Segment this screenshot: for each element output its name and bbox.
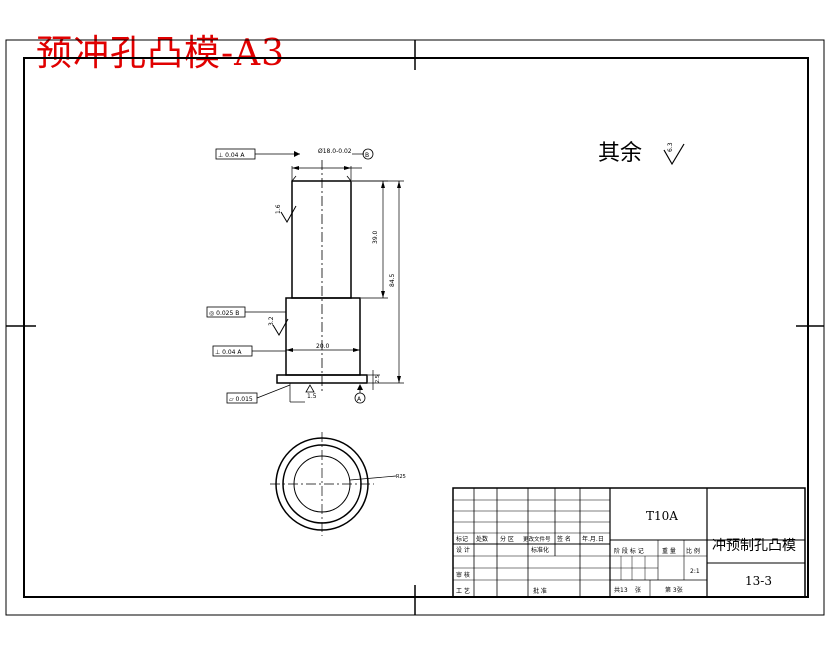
svg-text:▱ 0.015: ▱ 0.015: [229, 396, 253, 403]
dim-flange-height: 2.5: [375, 375, 381, 383]
dim-base-diameter: 20.0: [316, 343, 330, 350]
tb-header-date: 年.月.日: [582, 535, 604, 543]
dim-top-diameter: Ø18.0-0.02: [318, 148, 352, 155]
gdt-frame-top: ⊥ 0.04 A: [215, 148, 256, 160]
tb-label-process: 工 艺: [456, 587, 470, 595]
datum-b-marker: B: [362, 148, 374, 160]
tb-drawing-no: 13-3: [745, 574, 772, 588]
tb-label-stage: 阶 段 标 记: [614, 547, 644, 555]
tb-header-zone: 分 区: [500, 535, 514, 543]
tb-label-weight: 重 量: [662, 547, 676, 555]
centering-marks: [6, 40, 824, 615]
general-roughness-note: 其余: [598, 141, 642, 166]
roughness-value-lower: 3.2: [268, 316, 275, 326]
gdt-frame-mid: ⊥ 0.04 A: [212, 345, 253, 357]
tb-sheet-current: 第 3张: [665, 586, 683, 594]
punch-front-view: [276, 160, 368, 392]
dim-total-length: 84.5: [389, 273, 396, 287]
general-roughness-symbol: [663, 143, 685, 166]
roughness-symbol-lower: [272, 318, 289, 336]
gdt-frame-runout: ◎ 0.025 B: [206, 306, 246, 318]
tb-label-scale: 比 例: [686, 547, 700, 555]
tb-sheet-sep: 张: [635, 586, 641, 594]
tb-part-name: 冲预制孔凸模: [712, 538, 796, 554]
roughness-value-upper: 1.6: [275, 204, 282, 214]
drawing-frame: [23, 57, 809, 598]
gdt-frame-flatness: ▱ 0.015: [226, 392, 258, 404]
tb-label-standard: 标准化: [531, 546, 549, 554]
dimension-lines: [245, 153, 404, 403]
title-block: [452, 487, 806, 598]
punch-top-view: [270, 432, 397, 536]
dimension-arrows: [286, 151, 401, 383]
dim-circle-radius: R25: [396, 474, 406, 480]
dim-upper-length: 39.0: [372, 230, 379, 244]
tb-header-doc: 更改文件号: [523, 535, 551, 543]
datum-a-marker: A: [354, 384, 366, 404]
sheet-outer-border: [5, 39, 825, 616]
tb-header-mark: 标记: [456, 535, 468, 543]
chamfer-triangle: [305, 384, 315, 393]
tb-sheet-total: 共13: [614, 586, 628, 594]
svg-text:B: B: [365, 152, 369, 159]
svg-text:⊥ 0.04 A: ⊥ 0.04 A: [215, 349, 242, 356]
general-roughness-value: 6.3: [667, 142, 674, 152]
svg-text:⊥ 0.04 A: ⊥ 0.04 A: [218, 152, 245, 159]
tb-header-sign: 签 名: [557, 535, 571, 543]
tb-label-approve: 批 准: [533, 587, 547, 595]
svg-text:A: A: [357, 396, 362, 403]
tb-label-design: 设 计: [456, 546, 470, 554]
tb-scale-value: 2:1: [690, 568, 700, 575]
dim-chamfer: 1.5: [307, 393, 317, 400]
tb-material: T10A: [646, 509, 678, 523]
svg-text:◎ 0.025 B: ◎ 0.025 B: [209, 310, 239, 317]
tb-header-count: 处数: [476, 535, 488, 543]
tb-label-review: 审 核: [456, 571, 470, 579]
roughness-symbol-upper: [280, 205, 297, 223]
